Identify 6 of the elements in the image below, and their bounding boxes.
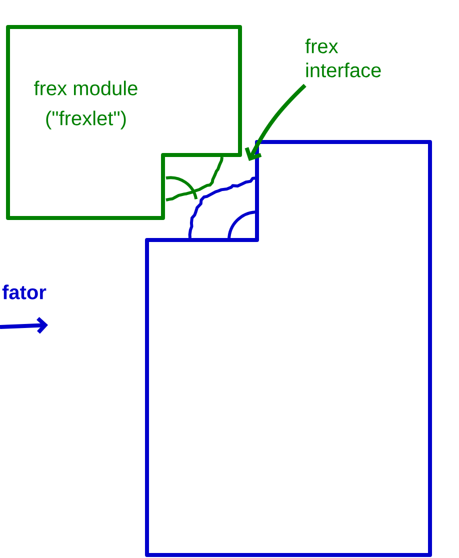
arrow-label: fator xyxy=(2,284,46,300)
leader-arrow xyxy=(244,84,306,161)
interface-drawing xyxy=(166,156,258,240)
host-box xyxy=(145,140,432,557)
module-box: frex module ("frexlet") xyxy=(6,25,242,220)
interface-label: frex interface xyxy=(305,38,381,78)
